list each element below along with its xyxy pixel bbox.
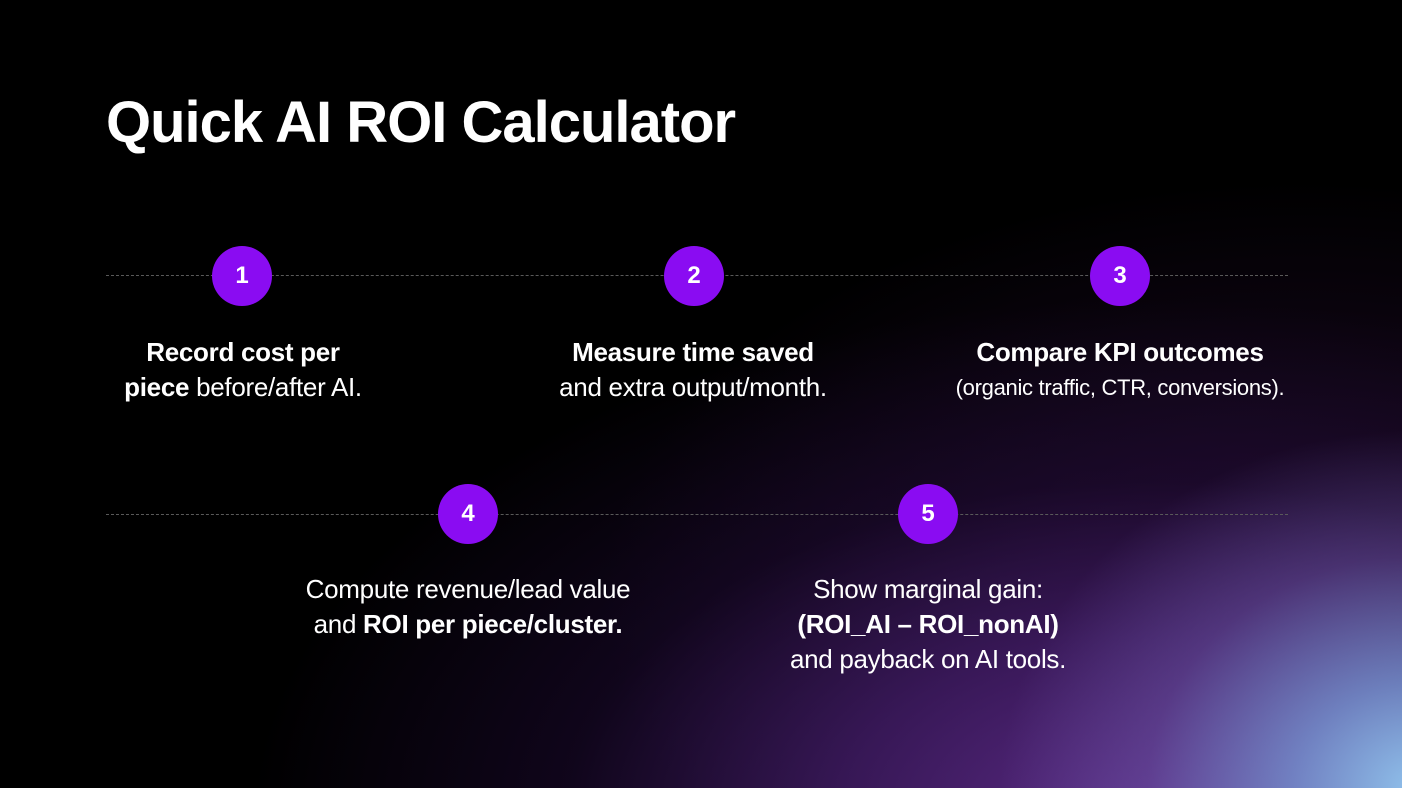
- step-1-badge: 1: [212, 246, 272, 306]
- step-1-bold: Record cost per: [146, 337, 340, 367]
- step-2-regular: and extra output/month.: [559, 372, 827, 402]
- step-5-text: Show marginal gain: (ROI_AI – ROI_nonAI)…: [748, 572, 1108, 677]
- step-2-bold: Measure time saved: [572, 337, 814, 367]
- step-3-badge: 3: [1090, 246, 1150, 306]
- step-4-badge: 4: [438, 484, 498, 544]
- step-5-badge: 5: [898, 484, 958, 544]
- step-4-regular-2: and: [313, 609, 364, 639]
- step-5-bold: (ROI_AI – ROI_nonAI): [797, 609, 1059, 639]
- step-3-bold: Compare KPI outcomes: [976, 337, 1264, 367]
- step-1-text: Record cost per piece before/after AI.: [96, 335, 390, 405]
- step-4-regular: Compute revenue/lead value: [305, 574, 631, 604]
- step-3-text: Compare KPI outcomes (organic traffic, C…: [930, 335, 1310, 405]
- step-4-text: Compute revenue/lead value and ROI per p…: [258, 572, 678, 642]
- slide-title: Quick AI ROI Calculator: [106, 90, 736, 155]
- step-2-text: Measure time saved and extra output/mont…: [520, 335, 866, 405]
- step-3-regular: (organic traffic, CTR, conversions).: [955, 375, 1285, 400]
- step-5-regular: Show marginal gain:: [813, 574, 1043, 604]
- step-1-regular: before/after AI.: [189, 372, 362, 402]
- step-2-badge: 2: [664, 246, 724, 306]
- step-1-bold-2: piece: [124, 372, 190, 402]
- timeline-divider-row-2: [106, 514, 1288, 515]
- step-4-bold: ROI per piece/cluster.: [363, 609, 623, 639]
- step-5-regular-2: and payback on AI tools.: [789, 644, 1067, 674]
